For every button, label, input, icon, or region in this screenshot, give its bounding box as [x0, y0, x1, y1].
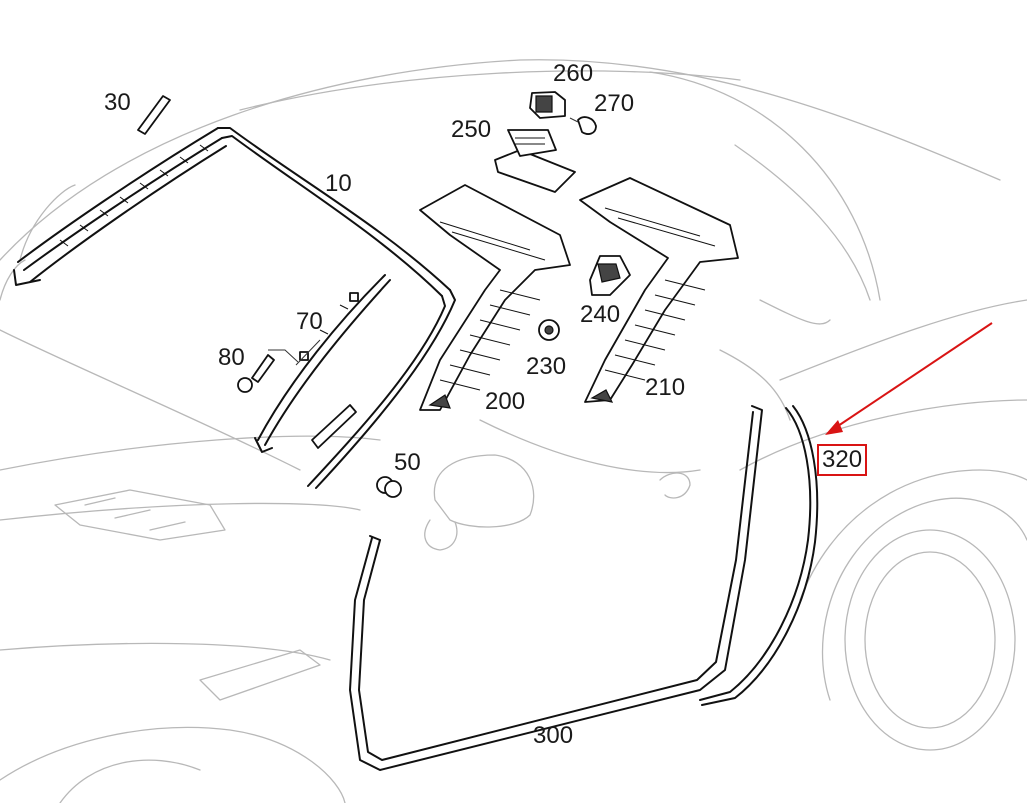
callout-270: 270 — [594, 90, 635, 117]
callout-300: 300 — [533, 722, 574, 749]
part-230-grommet — [538, 319, 560, 341]
part-320-seal-strip — [699, 405, 819, 706]
callout-80: 80 — [218, 344, 245, 371]
part-300-door-seal — [349, 405, 763, 771]
part-270-bulb — [569, 116, 597, 135]
part-70-trim-strip — [254, 274, 391, 453]
callout-10: 10 — [325, 170, 352, 197]
part-210-pillar-trim — [579, 177, 739, 403]
callout-240: 240 — [580, 301, 621, 328]
part-10-windshield-seal — [13, 127, 456, 489]
part-50-plug — [376, 476, 402, 498]
callout-50: 50 — [394, 449, 421, 476]
highlight-arrow — [825, 322, 993, 435]
part-200-pillar-trim — [419, 184, 571, 411]
callout-250: 250 — [451, 116, 492, 143]
part-30-pin — [137, 95, 171, 135]
car-silhouette — [0, 59, 1027, 803]
callout-200: 200 — [485, 388, 526, 415]
part-240-clip — [589, 255, 631, 296]
callout-230: 230 — [526, 353, 567, 380]
callout-210: 210 — [645, 374, 686, 401]
callout-320-highlighted: 320 — [817, 444, 868, 476]
callout-30: 30 — [104, 89, 131, 116]
part-260-lamp-housing — [529, 91, 566, 119]
callout-70: 70 — [296, 308, 323, 335]
part-80-clip — [237, 349, 299, 393]
callout-260: 260 — [553, 60, 594, 87]
part-250-lamp-bracket — [494, 129, 576, 193]
